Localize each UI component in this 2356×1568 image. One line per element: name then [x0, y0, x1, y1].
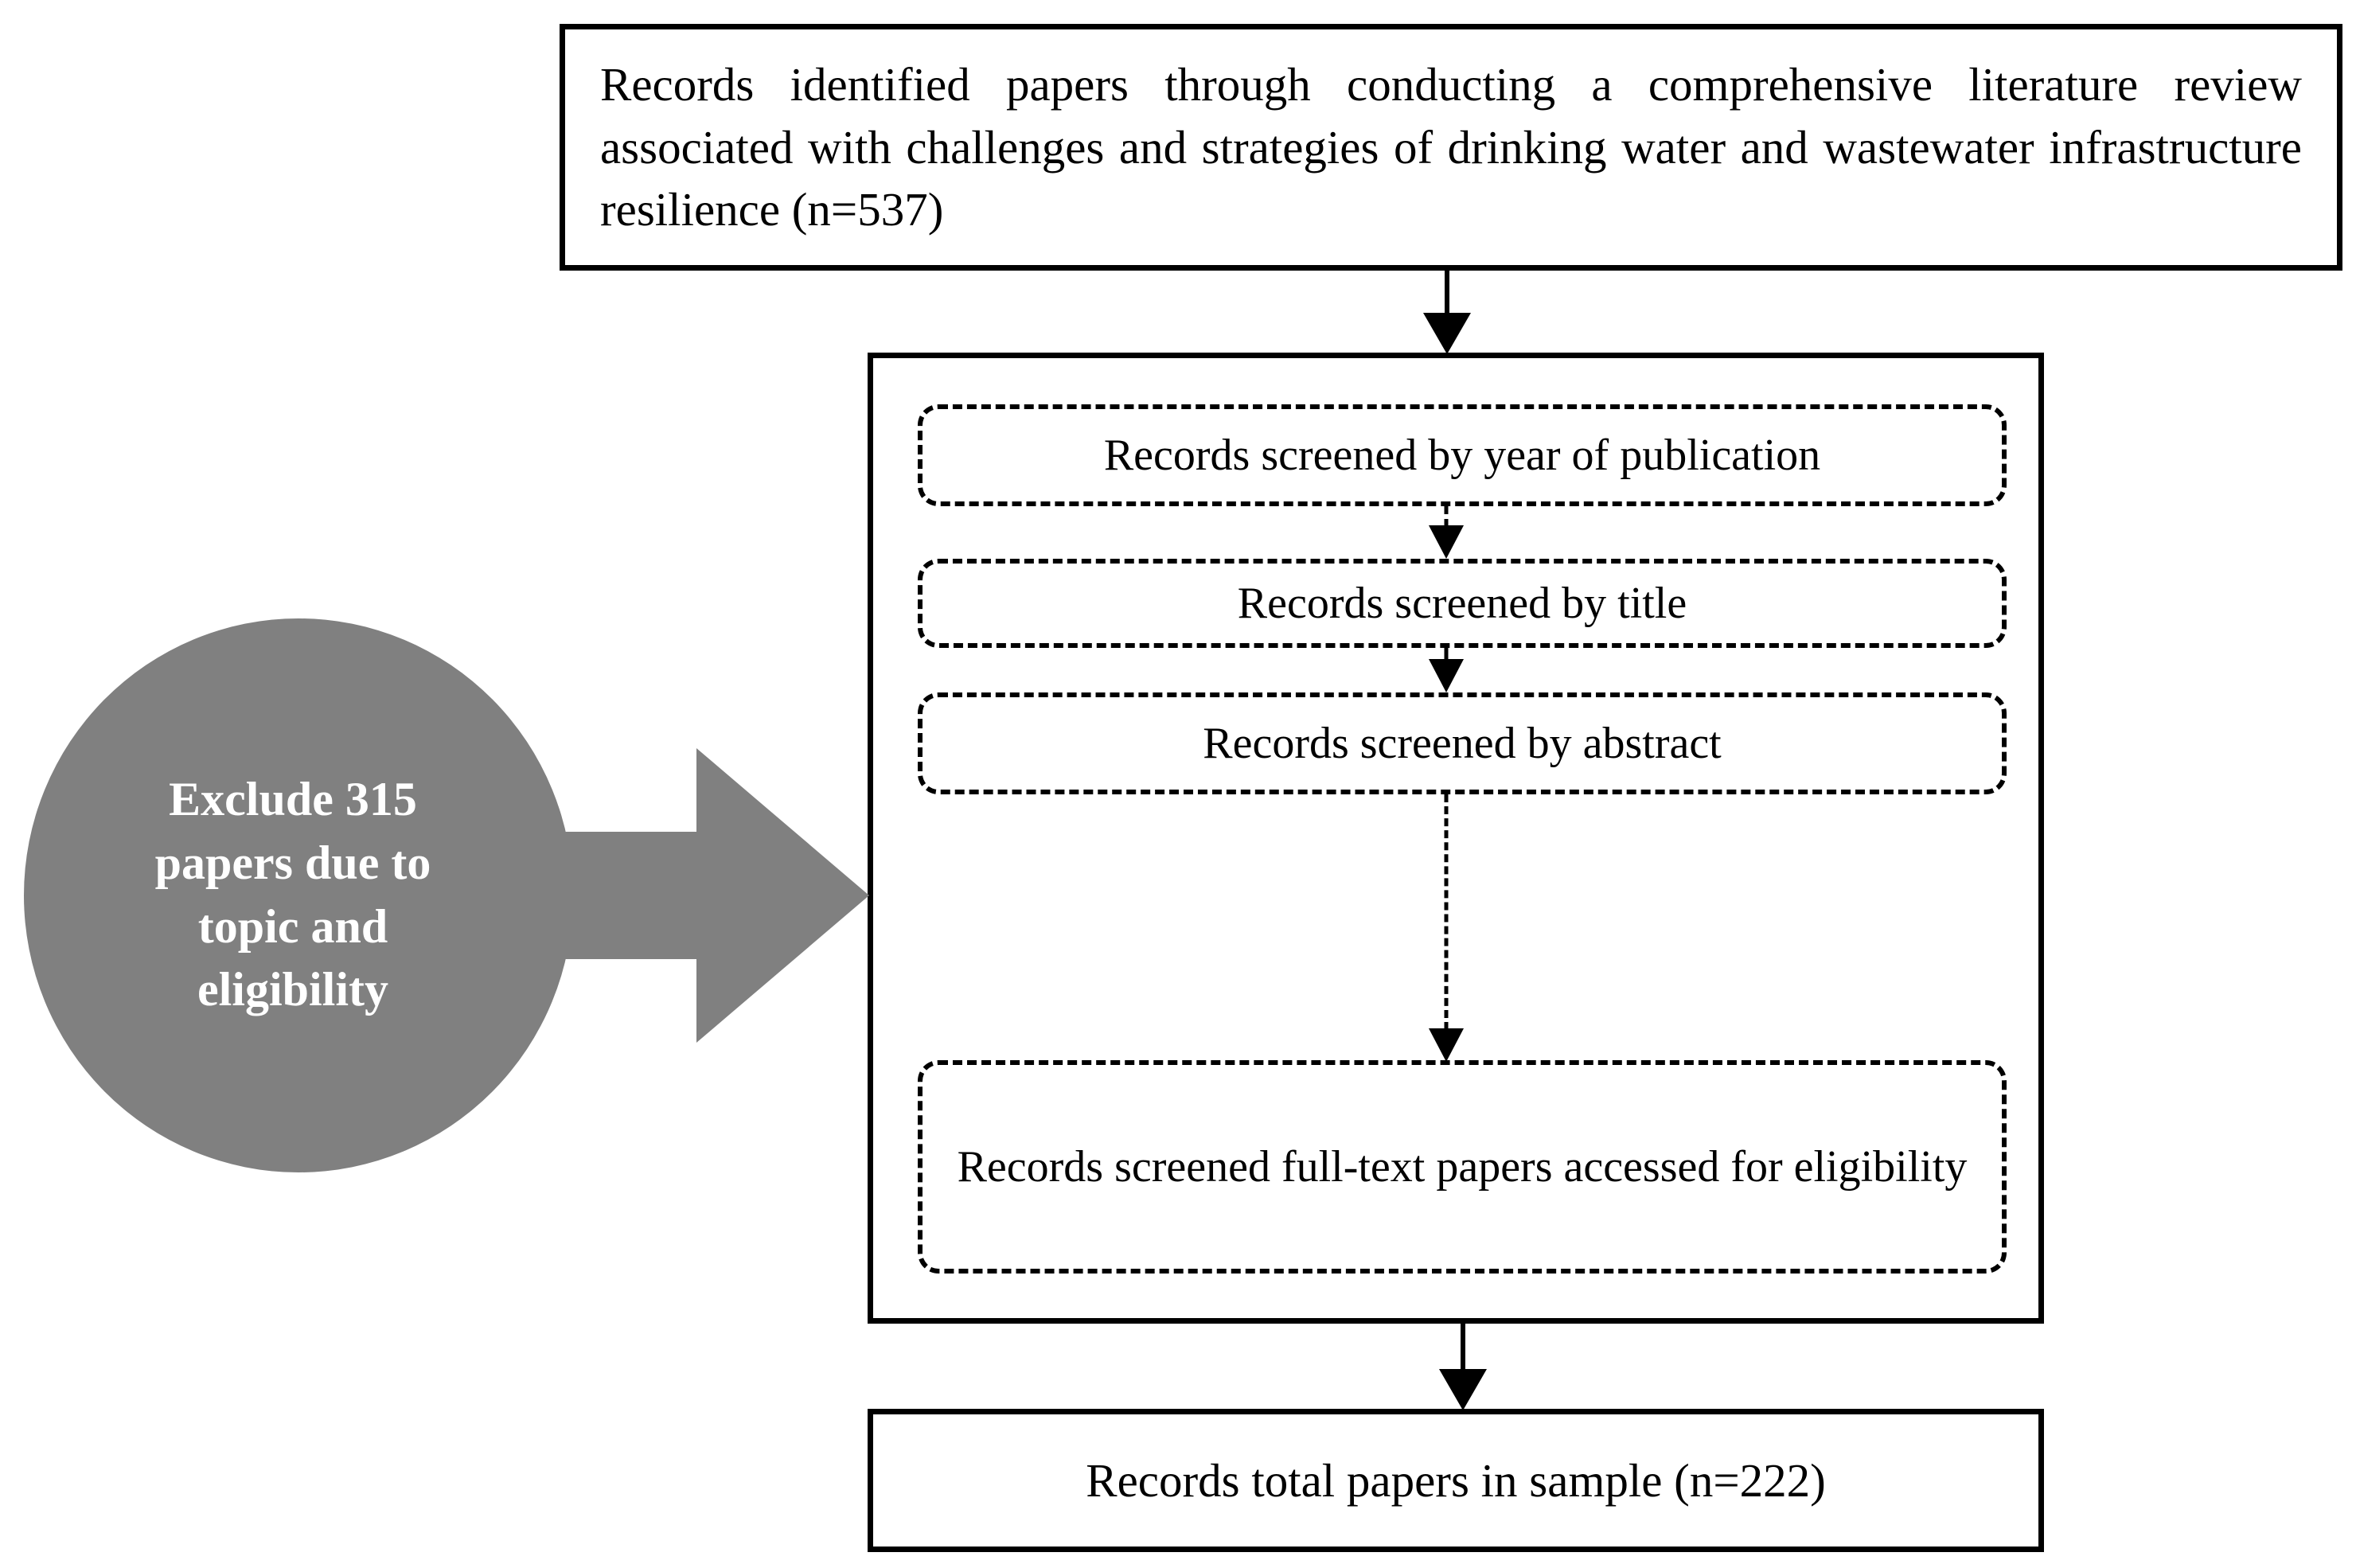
- arrow-head-icon: [1423, 313, 1471, 354]
- screening-step-label-abstract: Records screened by abstract: [1203, 718, 1722, 768]
- screening-step-label-fulltext: Records screened full-text papers access…: [957, 1141, 1968, 1192]
- arrow-head-icon: [1439, 1369, 1487, 1410]
- screening-container: Records screened by year of publication …: [868, 353, 2044, 1324]
- screening-step-box-title: Records screened by title: [918, 559, 2007, 648]
- dashed-arrow-abstract-to-fulltext: [1429, 794, 1464, 1062]
- dashed-arrow-head-icon: [1429, 525, 1464, 559]
- screening-step-label-title: Records screened by title: [1237, 578, 1687, 628]
- exclusion-merge-arrow-icon: [390, 748, 869, 1043]
- arrow-screening-to-total: [1439, 1323, 1487, 1410]
- dashed-arrow-title-to-abstract: [1429, 648, 1464, 692]
- records-identified-label: Records identified papers through conduc…: [600, 58, 2302, 236]
- records-total-box: Records total papers in sample (n=222): [868, 1409, 2044, 1552]
- screening-step-box-abstract: Records screened by abstract: [918, 692, 2007, 794]
- arrow-stem: [1445, 271, 1449, 317]
- screening-step-box-fulltext: Records screened full-text papers access…: [918, 1060, 2007, 1274]
- screening-step-label-year: Records screened by year of publication: [1103, 430, 1821, 480]
- dashed-arrow-stem: [1444, 648, 1449, 661]
- dashed-arrow-stem: [1444, 794, 1449, 1030]
- exclusion-callout-shape: [24, 618, 869, 1172]
- exclusion-callout: Exclude 315 papers due to topic and elig…: [16, 613, 876, 1178]
- dashed-arrow-year-to-title: [1429, 506, 1464, 559]
- arrow-stem: [1461, 1323, 1465, 1372]
- exclusion-ellipse: [24, 618, 573, 1172]
- dashed-arrow-head-icon: [1429, 659, 1464, 692]
- records-identified-box: Records identified papers through conduc…: [560, 24, 2342, 271]
- dashed-arrow-stem: [1444, 506, 1449, 527]
- dashed-arrow-head-icon: [1429, 1028, 1464, 1062]
- records-total-label: Records total papers in sample (n=222): [1086, 1453, 1826, 1507]
- arrow-identified-to-screening: [1423, 271, 1471, 354]
- screening-step-box-year: Records screened by year of publication: [918, 404, 2007, 506]
